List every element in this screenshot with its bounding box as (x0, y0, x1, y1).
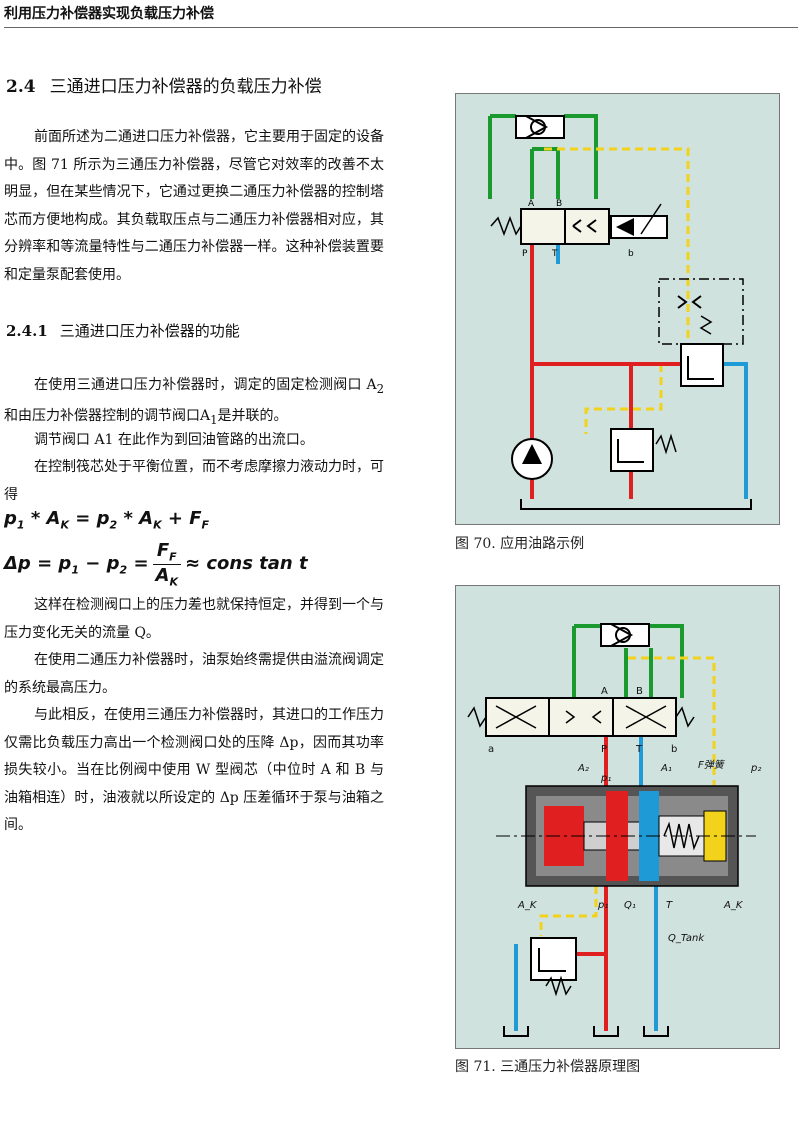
section-number: 2.4 (6, 77, 36, 97)
running-header: 利用压力补偿器实现负载压力补偿 (4, 6, 214, 22)
svg-text:B: B (556, 199, 562, 209)
tank-icon (520, 499, 752, 510)
section-title-text: 三通进口压力补偿器的负载压力补偿 (49, 77, 322, 97)
header-rule (4, 27, 798, 28)
figure-71-caption: 图 71. 三通压力补偿器原理图 (455, 1059, 641, 1075)
subsection-number: 2.4.1 (6, 322, 48, 340)
svg-text:Q₁: Q₁ (624, 900, 636, 911)
spring-icon (490, 215, 522, 237)
svg-text:Q_Tank: Q_Tank (668, 933, 705, 944)
svg-text:p₂: p₂ (750, 763, 761, 774)
paragraph-intro: 前面所述为二通进口压力补偿器，它主要用于固定的设备中。图 71 所示为三通压力补… (4, 129, 384, 283)
paragraph-two-way: 在使用二通压力补偿器时，油泵始终需提供由溢流阀调定的系统最高压力。 (4, 652, 384, 696)
svg-text:A_K: A_K (723, 900, 744, 911)
svg-text:A: A (601, 686, 608, 697)
svg-text:b: b (628, 249, 634, 259)
paragraph-parallel: 在使用三通进口压力补偿器时，调定的固定检测阀口 A2和由压力补偿器控制的调节阀口… (4, 377, 384, 428)
svg-text:B: B (636, 686, 643, 697)
figure-71-compensator: A B a P T b A₂ p₁ A₁ F弹簧 p₂ A_K p₁ Q₁ T … (455, 585, 780, 1049)
pilot-valve-icon (530, 937, 577, 981)
figure-70-diagram: A B P T b (488, 114, 752, 510)
svg-text:b: b (671, 744, 677, 755)
paragraph-three-way: 与此相反，在使用三通压力补偿器时，其进口的工作压力仅需比负载压力高出一个检测阀口… (4, 707, 384, 834)
svg-text:T: T (551, 249, 558, 259)
svg-text:p₁: p₁ (600, 773, 611, 784)
paragraph-outlet: 调节阀口 A1 在此作为到回油管路的出流口。 (34, 432, 314, 448)
svg-text:T: T (635, 744, 643, 755)
svg-text:p₁: p₁ (597, 900, 608, 911)
svg-text:P: P (601, 744, 607, 755)
paragraph-constant-flow: 这样在检测阀口上的压力差也就保持恒定，并得到一个与压力变化无关的流量 Q。 (4, 597, 384, 641)
svg-text:a: a (488, 744, 494, 755)
subsection-title-text: 三通进口压力补偿器的功能 (59, 322, 240, 340)
svg-text:F弹簧: F弹簧 (698, 759, 726, 771)
svg-text:A_K: A_K (517, 900, 538, 911)
svg-text:A₂: A₂ (577, 763, 589, 774)
figure-71-diagram: A B a P T b A₂ p₁ A₁ F弹簧 p₂ A_K p₁ Q₁ T … (467, 623, 761, 1037)
section-title: 2.4 三通进口压力补偿器的负载压力补偿 (6, 72, 322, 97)
figure-70-circuit: A B P T b (455, 93, 780, 525)
svg-text:P: P (522, 249, 528, 259)
subsection-title: 2.4.1 三通进口压力补偿器的功能 (6, 320, 240, 341)
formula-force-balance: p1 * AK = p2 * AK + FF (4, 508, 210, 532)
svg-text:A: A (528, 199, 535, 209)
paragraph-balance: 在控制筏芯处于平衡位置，而不考虑摩擦力液动力时，可得 (4, 459, 384, 503)
figure-70-caption: 图 70. 应用油路示例 (455, 536, 585, 552)
relief-valve-icon (610, 428, 654, 472)
svg-text:A₁: A₁ (660, 763, 672, 774)
svg-text:T: T (666, 900, 673, 911)
proportional-valve-icon (485, 697, 677, 737)
